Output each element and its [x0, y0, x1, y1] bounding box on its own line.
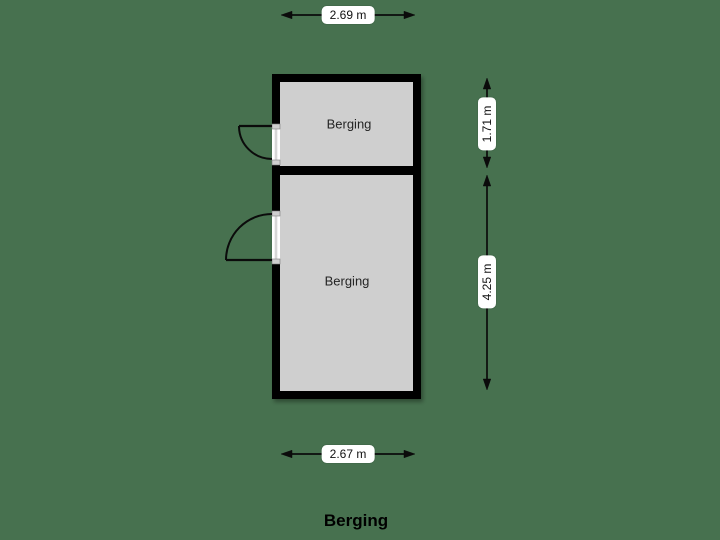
door-1-swing-arc	[238, 125, 273, 160]
room-2-label: Berging	[324, 273, 370, 289]
room-1-label: Berging	[326, 116, 372, 132]
room-1-floor	[280, 82, 413, 166]
dimension-label-top: 2.69 m	[321, 6, 375, 24]
dimension-label-right-upper: 1.71 m	[478, 97, 496, 151]
door-2-opening	[271, 210, 281, 265]
dimension-label-right-lower: 4.25 m	[478, 255, 496, 309]
door-1-opening	[271, 123, 281, 166]
plan-title: Berging	[323, 511, 389, 530]
dimension-label-bottom: 2.67 m	[321, 445, 375, 463]
room-2-floor	[280, 175, 413, 391]
door-2-swing-arc	[225, 213, 273, 261]
